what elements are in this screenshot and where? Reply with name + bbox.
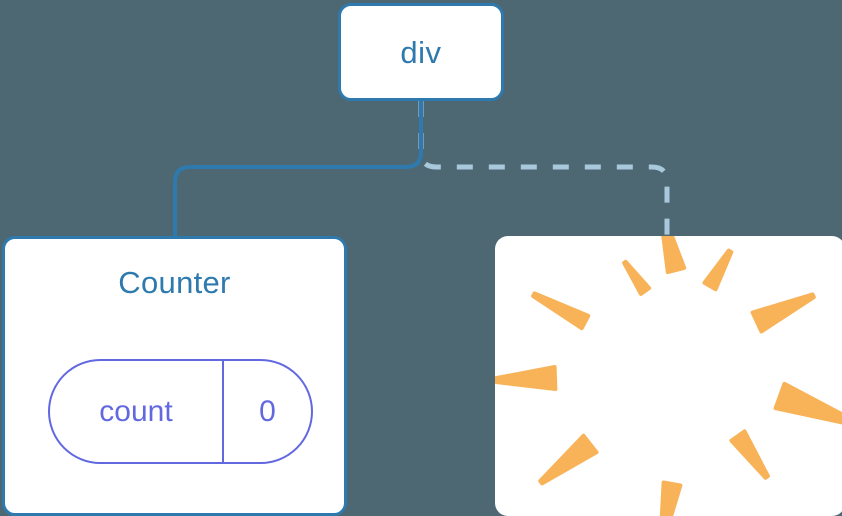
node-counter-label: Counter	[5, 267, 344, 298]
sparkle-ray-4	[495, 367, 555, 389]
sparkle-ray-10	[704, 251, 731, 290]
state-pill-count[interactable]: count 0	[48, 359, 313, 464]
node-sparkle[interactable]	[495, 236, 842, 516]
sparkle-ray-6	[661, 483, 681, 516]
node-div[interactable]: div	[338, 3, 504, 101]
sparkle-burst-icon	[495, 236, 842, 516]
sparkle-ray-9	[753, 294, 814, 331]
edge-div-to-sparkle	[421, 101, 667, 238]
sparkle-ray-3	[533, 293, 588, 328]
diagram-canvas: div Counter count 0	[0, 0, 842, 505]
sparkle-ray-5	[540, 436, 596, 484]
sparkle-ray-1	[661, 236, 685, 272]
node-div-label: div	[400, 37, 441, 68]
edge-div-to-counter	[175, 101, 421, 238]
state-pill-value: 0	[222, 361, 311, 462]
sparkle-ray-2	[624, 262, 649, 294]
node-counter[interactable]: Counter count 0	[2, 236, 347, 516]
sparkle-ray-8	[776, 384, 842, 426]
state-pill-key: count	[50, 361, 222, 462]
sparkle-ray-7	[731, 431, 768, 477]
